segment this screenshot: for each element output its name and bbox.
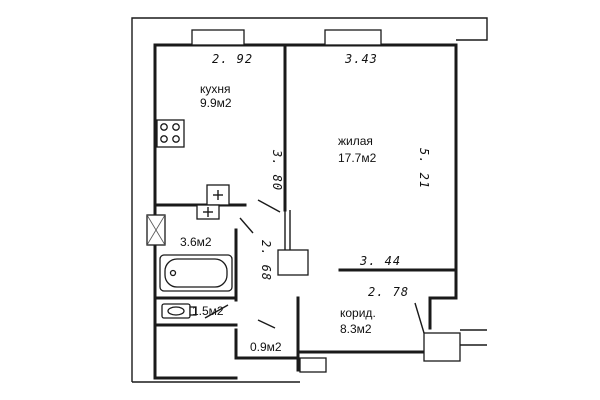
outer-frame: [131, 17, 488, 383]
living-name: жилая: [338, 134, 373, 148]
bathtub-icon: [159, 254, 233, 292]
toilet-area: 1.5м2: [192, 304, 224, 318]
bathroom-area: 3.6м2: [180, 235, 212, 249]
dim-bath-height: 2. 68: [259, 240, 273, 281]
dim-kitchen-height: 3. 80: [270, 149, 284, 191]
kitchen-name: кухня: [200, 82, 231, 96]
room-labels: кухня 9.9м2 жилая 17.7м2 3.6м2 1.5м2 0.9…: [180, 82, 377, 354]
corridor-area: 8.3м2: [340, 322, 372, 336]
dim-kitchen-width: 2. 92: [212, 52, 253, 66]
dim-living-bottom: 3. 44: [359, 254, 401, 268]
shafts: [277, 210, 487, 373]
toilet-icon: [161, 303, 197, 319]
closet-area: 0.9м2: [250, 340, 282, 354]
dimension-labels: 2. 92 3.43 3. 80 5. 21 3. 44 2. 78 2. 68: [212, 52, 431, 299]
kitchen-area: 9.9м2: [200, 96, 232, 110]
windows: [191, 29, 382, 46]
stove-icon: [156, 119, 185, 148]
kitchen-sink-icon: [206, 184, 230, 206]
living-window: [324, 29, 382, 46]
corridor-name: корид.: [340, 306, 376, 320]
water-heater-icon: [146, 214, 166, 246]
dim-living-width: 3.43: [344, 52, 378, 66]
dim-living-height: 5. 21: [417, 148, 431, 189]
dim-corridor-width: 2. 78: [368, 285, 409, 299]
walls: [153, 43, 458, 380]
doors: [204, 199, 281, 329]
living-area: 17.7м2: [338, 151, 377, 165]
kitchen-window: [191, 29, 245, 46]
bathroom-sink-icon: [196, 204, 220, 220]
